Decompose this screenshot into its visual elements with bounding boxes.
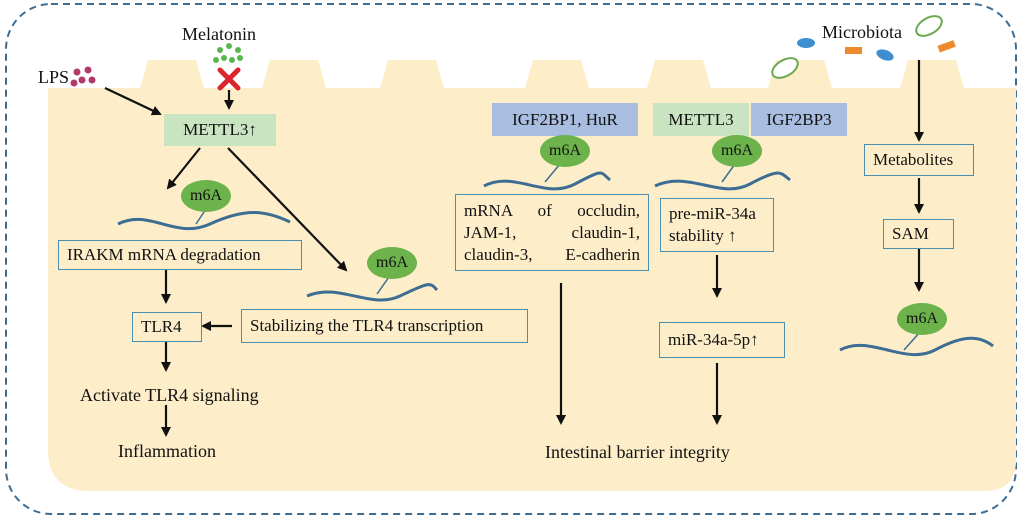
mrna-line-3: claudin-3, E-cadherin	[464, 245, 640, 264]
m6a-mark-tlr4: m6A	[367, 247, 417, 279]
mettl3-box: METTL3	[653, 103, 749, 136]
m6a-mark-left: m6A	[181, 180, 231, 212]
melatonin-label: Melatonin	[182, 24, 256, 44]
pre-mir-line-1: pre-miR-34a	[669, 204, 756, 223]
igf2bp1-hur-box: IGF2BP1, HuR	[492, 103, 638, 136]
epithelial-cell	[48, 60, 1016, 491]
sam-box: SAM	[883, 219, 954, 249]
inflammation-label: Inflammation	[118, 441, 216, 461]
stabilizing-tlr4-box: Stabilizing the TLR4 transcription	[241, 309, 528, 343]
mettl3-up-box: METTL3↑	[164, 114, 276, 146]
rna-strand-middle	[483, 171, 611, 191]
tlr4-box: TLR4	[132, 312, 202, 342]
pre-mir-line-2: stability ↑	[669, 226, 737, 245]
melatonin-molecules-icon	[213, 43, 243, 63]
microbiota-label: Microbiota	[822, 22, 902, 42]
lps-molecules-icon	[70, 66, 96, 87]
mrna-junction-box: mRNA of occludin, JAM-1, claudin-1, clau…	[455, 194, 649, 271]
activate-tlr4-label: Activate TLR4 signaling	[80, 385, 259, 405]
barrier-integrity-label: Intestinal barrier integrity	[545, 442, 730, 462]
rna-strand-left-2	[306, 283, 439, 302]
m6a-mark-right: m6A	[712, 135, 762, 167]
bacteria-icon	[771, 15, 956, 79]
mir-34a-5p-box: miR-34a-5p↑	[659, 322, 785, 358]
mrna-line-1: mRNA of occludin,	[464, 201, 640, 220]
rna-strand-right	[654, 171, 791, 191]
rna-strand-microbiota	[839, 336, 994, 357]
m6a-mark-middle: m6A	[540, 135, 590, 167]
igf2bp3-box: IGF2BP3	[751, 103, 847, 136]
inhibition-x-icon	[217, 67, 241, 91]
mrna-line-2: JAM-1, claudin-1,	[464, 223, 640, 242]
irakm-degradation-box: IRAKM mRNA degradation	[58, 240, 302, 270]
metabolites-box: Metabolites	[864, 144, 974, 176]
pre-mir-34a-box: pre-miR-34a stability ↑	[660, 198, 774, 252]
m6a-mark-microbiota: m6A	[897, 303, 947, 335]
lps-label: LPS	[38, 67, 70, 87]
rna-strand-left-1	[117, 211, 291, 231]
